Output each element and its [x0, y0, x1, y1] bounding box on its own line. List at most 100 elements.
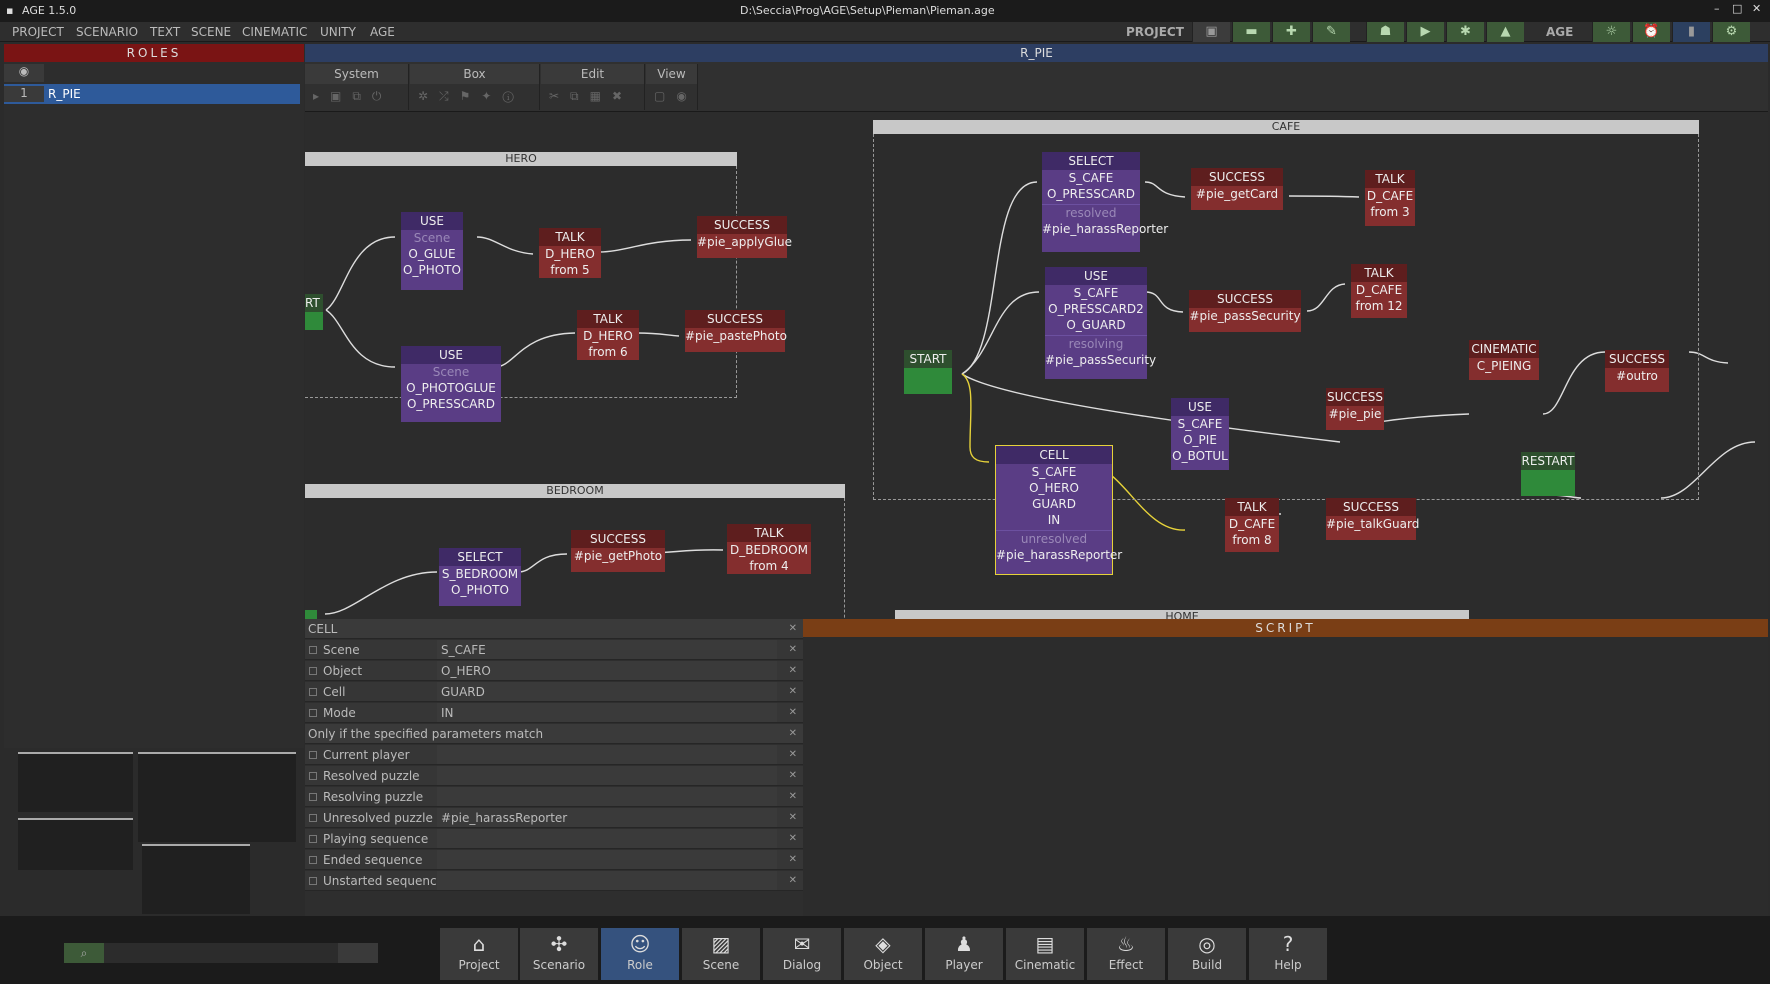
play-icon[interactable]: ▶ [1406, 22, 1444, 42]
close-button[interactable]: ✕ [1752, 2, 1762, 15]
hero-success-node[interactable]: SUCCESS#pie_pastePhoto [685, 310, 787, 352]
frame-hero[interactable] [305, 166, 737, 398]
hero-start-node[interactable]: RT [305, 294, 323, 330]
cafe-success-node[interactable]: SUCCESS#pie_talkGuard [1326, 498, 1419, 540]
eye-icon[interactable]: ◉ [4, 64, 44, 82]
prop-row[interactable]: Unresolved puzzle#pie_harassReporter✕ [305, 808, 803, 828]
nav-effect[interactable]: ♨Effect [1087, 928, 1165, 980]
minimize-button[interactable]: – [1714, 2, 1720, 15]
edit-icons[interactable]: ✂⧉▦✖ [549, 89, 634, 103]
nav-player[interactable]: ♟Player [925, 928, 1003, 980]
prop-row[interactable]: Resolving puzzle✕ [305, 787, 803, 807]
frame-cafe[interactable] [873, 134, 1699, 500]
nav-scenario[interactable]: ✣Scenario [520, 928, 598, 980]
clear-icon[interactable]: ✕ [788, 812, 797, 823]
players-icon[interactable]: ☗ [1366, 22, 1404, 42]
search-clear-button[interactable] [338, 943, 378, 963]
box-icons[interactable]: ✲⤮⚑✦ⓘ [418, 89, 525, 103]
clear-icon[interactable]: ✕ [788, 770, 797, 781]
cafe-success-node[interactable]: SUCCESS#pie_pie [1326, 388, 1384, 430]
nav-role[interactable]: ☺Role [601, 928, 679, 980]
hero-success-node[interactable]: SUCCESS#pie_applyGlue [697, 216, 792, 258]
mouse-icon[interactable]: ▮ [1672, 22, 1710, 42]
search-input[interactable] [104, 943, 338, 963]
menu-project[interactable]: PROJECT [12, 25, 64, 39]
menu-unity[interactable]: UNITY [320, 25, 356, 39]
clear-icon[interactable]: ✕ [788, 665, 797, 676]
brightness-icon[interactable]: ☼ [1592, 22, 1630, 42]
open-folder-icon[interactable]: ▬ [1232, 22, 1270, 42]
bedroom-start-node[interactable] [305, 610, 317, 619]
system-icons[interactable]: ▸▣⧉⏻ [313, 89, 393, 103]
minimap-thumb[interactable] [142, 844, 250, 914]
menu-scenario[interactable]: SCENARIO [76, 25, 139, 39]
prop-row[interactable]: Current player✕ [305, 745, 803, 765]
save-icon[interactable]: ▣ [1192, 22, 1230, 42]
close-icon[interactable]: ✕ [788, 623, 797, 634]
nav-object[interactable]: ◈Object [844, 928, 922, 980]
search-icon[interactable]: ⌕ [64, 943, 104, 963]
role-row[interactable]: 1 R_PIE [4, 84, 300, 104]
clear-icon[interactable]: ✕ [788, 791, 797, 802]
nav-cinematic[interactable]: ▤Cinematic [1006, 928, 1084, 980]
menu-text[interactable]: TEXT [150, 25, 181, 39]
tree-icon[interactable]: ▲ [1486, 22, 1524, 42]
clear-icon[interactable]: ✕ [788, 854, 797, 865]
clear-icon[interactable]: ✕ [788, 707, 797, 718]
cafe-restart-node[interactable]: RESTART [1521, 452, 1575, 496]
nav-build[interactable]: ◎Build [1168, 928, 1246, 980]
cafe-success-node[interactable]: SUCCESS#pie_passSecurity [1189, 290, 1301, 332]
prop-row[interactable]: Resolved puzzle✕ [305, 766, 803, 786]
bedroom-success-node[interactable]: SUCCESS#pie_getPhoto [571, 530, 665, 572]
prop-row[interactable]: Ended sequence✕ [305, 850, 803, 870]
nav-help[interactable]: ?Help [1249, 928, 1327, 980]
clear-icon[interactable]: ✕ [788, 686, 797, 697]
nav-project[interactable]: ⌂Project [440, 928, 518, 980]
clear-icon[interactable]: ✕ [788, 644, 797, 655]
minimap-thumb[interactable] [138, 752, 296, 842]
maximize-button[interactable]: □ [1732, 2, 1743, 15]
prop-row[interactable]: Unstarted sequence✕ [305, 871, 803, 891]
alarm-icon[interactable]: ⏰ [1632, 22, 1670, 42]
settings-icon[interactable]: ⚙ [1712, 22, 1750, 42]
menu-cinematic[interactable]: CINEMATIC [242, 25, 308, 39]
nav-scene[interactable]: ▨Scene [682, 928, 760, 980]
debug-icon[interactable]: ✱ [1446, 22, 1484, 42]
menu-age[interactable]: AGE [370, 25, 395, 39]
minimap-thumb[interactable] [18, 818, 133, 870]
frame-bedroom[interactable] [305, 498, 845, 619]
clear-icon[interactable]: ✕ [788, 749, 797, 760]
eraser-icon[interactable]: ✎ [1312, 22, 1350, 42]
minimap-thumb[interactable] [18, 752, 133, 812]
add-icon[interactable]: ✚ [1272, 22, 1310, 42]
cafe-success-node[interactable]: SUCCESS#pie_getCard [1191, 168, 1283, 210]
prop-row[interactable]: Playing sequence✕ [305, 829, 803, 849]
clear-icon[interactable]: ✕ [788, 833, 797, 844]
menu-scene[interactable]: SCENE [191, 25, 232, 39]
cafe-success-node[interactable]: SUCCESS#outro [1605, 350, 1669, 392]
cafe-start-node[interactable]: START [904, 350, 952, 394]
view-icons[interactable]: ▢◉ [654, 89, 697, 103]
clear-icon[interactable]: ✕ [788, 875, 797, 886]
nav-dialog[interactable]: ✉Dialog [763, 928, 841, 980]
script-panel[interactable] [803, 619, 1768, 916]
